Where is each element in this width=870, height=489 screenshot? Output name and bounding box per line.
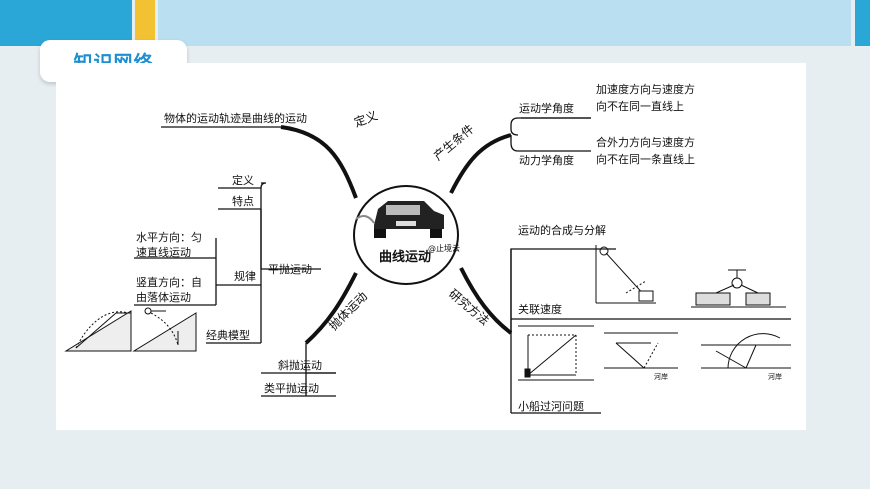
boat-figure-1	[518, 325, 594, 381]
oblique-projectile-label: 斜抛运动	[278, 358, 322, 372]
car-icon	[355, 201, 444, 238]
label-definition-branch: 定义	[352, 108, 380, 130]
quasi-projectile-label: 类平抛运动	[264, 381, 319, 395]
river-bank-label-1: 河岸	[654, 373, 668, 381]
dynamics-label: 动力学角度	[519, 153, 574, 167]
banner-yellow-block	[135, 0, 155, 46]
horizontal-projectile-label: 平抛运动	[268, 262, 312, 276]
main-branches	[280, 125, 513, 345]
law-vertical-2: 由落体运动	[136, 290, 191, 304]
branch-methods-curve	[459, 267, 513, 335]
dynamics-text-2: 向不在同一条直线上	[596, 152, 695, 166]
law-horizontal-1: 水平方向：匀	[136, 230, 202, 244]
classic-model-figure-2	[132, 307, 197, 352]
branch-projectile-curve	[304, 272, 358, 345]
branch-conditions-curve	[449, 133, 512, 194]
classic-model-figure-1	[64, 310, 132, 352]
dynamics-text-1: 合外力方向与速度方	[596, 135, 695, 149]
composition-label: 运动的合成与分解	[518, 223, 606, 237]
projectile-definition-label: 定义	[232, 173, 254, 187]
banner-light-block	[158, 0, 851, 46]
definition-text: 物体的运动轨迹是曲线的运动	[164, 111, 307, 125]
kinematics-label: 运动学角度	[519, 101, 574, 115]
thin-lines	[134, 117, 791, 414]
label-conditions-branch: 产生条件	[431, 122, 477, 164]
boat-problem-label: 小船过河问题	[518, 399, 584, 413]
law-horizontal-2: 速直线运动	[136, 245, 191, 259]
branch-definition-curve	[280, 125, 358, 199]
mind-map-diagram: 曲线运动 @止境云 定义 产生条件 研究方法 抛体运动 物体的运动轨迹是曲线的运…	[64, 82, 791, 414]
watermark: @止境云	[428, 243, 460, 253]
boat-figure-2	[604, 332, 678, 369]
projectile-law-label: 规律	[234, 269, 256, 283]
top-banner	[0, 0, 870, 46]
related-velocity-label: 关联速度	[518, 302, 562, 316]
banner-blue-end	[855, 0, 870, 46]
center-ellipse	[353, 185, 459, 285]
mind-map-panel: 曲线运动 @止境云 定义 产生条件 研究方法 抛体运动 物体的运动轨迹是曲线的运…	[56, 63, 806, 430]
boat-figure-3	[701, 333, 791, 369]
river-bank-label-2: 河岸	[768, 373, 782, 381]
classic-model-label: 经典模型	[206, 328, 250, 342]
law-vertical-1: 竖直方向：自	[136, 275, 202, 289]
center-label: 曲线运动	[379, 249, 431, 265]
related-velocity-figure-1	[595, 245, 656, 304]
banner-blue-block	[0, 0, 132, 46]
projectile-feature-label: 特点	[232, 194, 254, 208]
related-velocity-figure-2	[691, 269, 786, 308]
kinematics-text-1: 加速度方向与速度方	[596, 82, 695, 96]
kinematics-text-2: 向不在同一直线上	[596, 99, 684, 113]
